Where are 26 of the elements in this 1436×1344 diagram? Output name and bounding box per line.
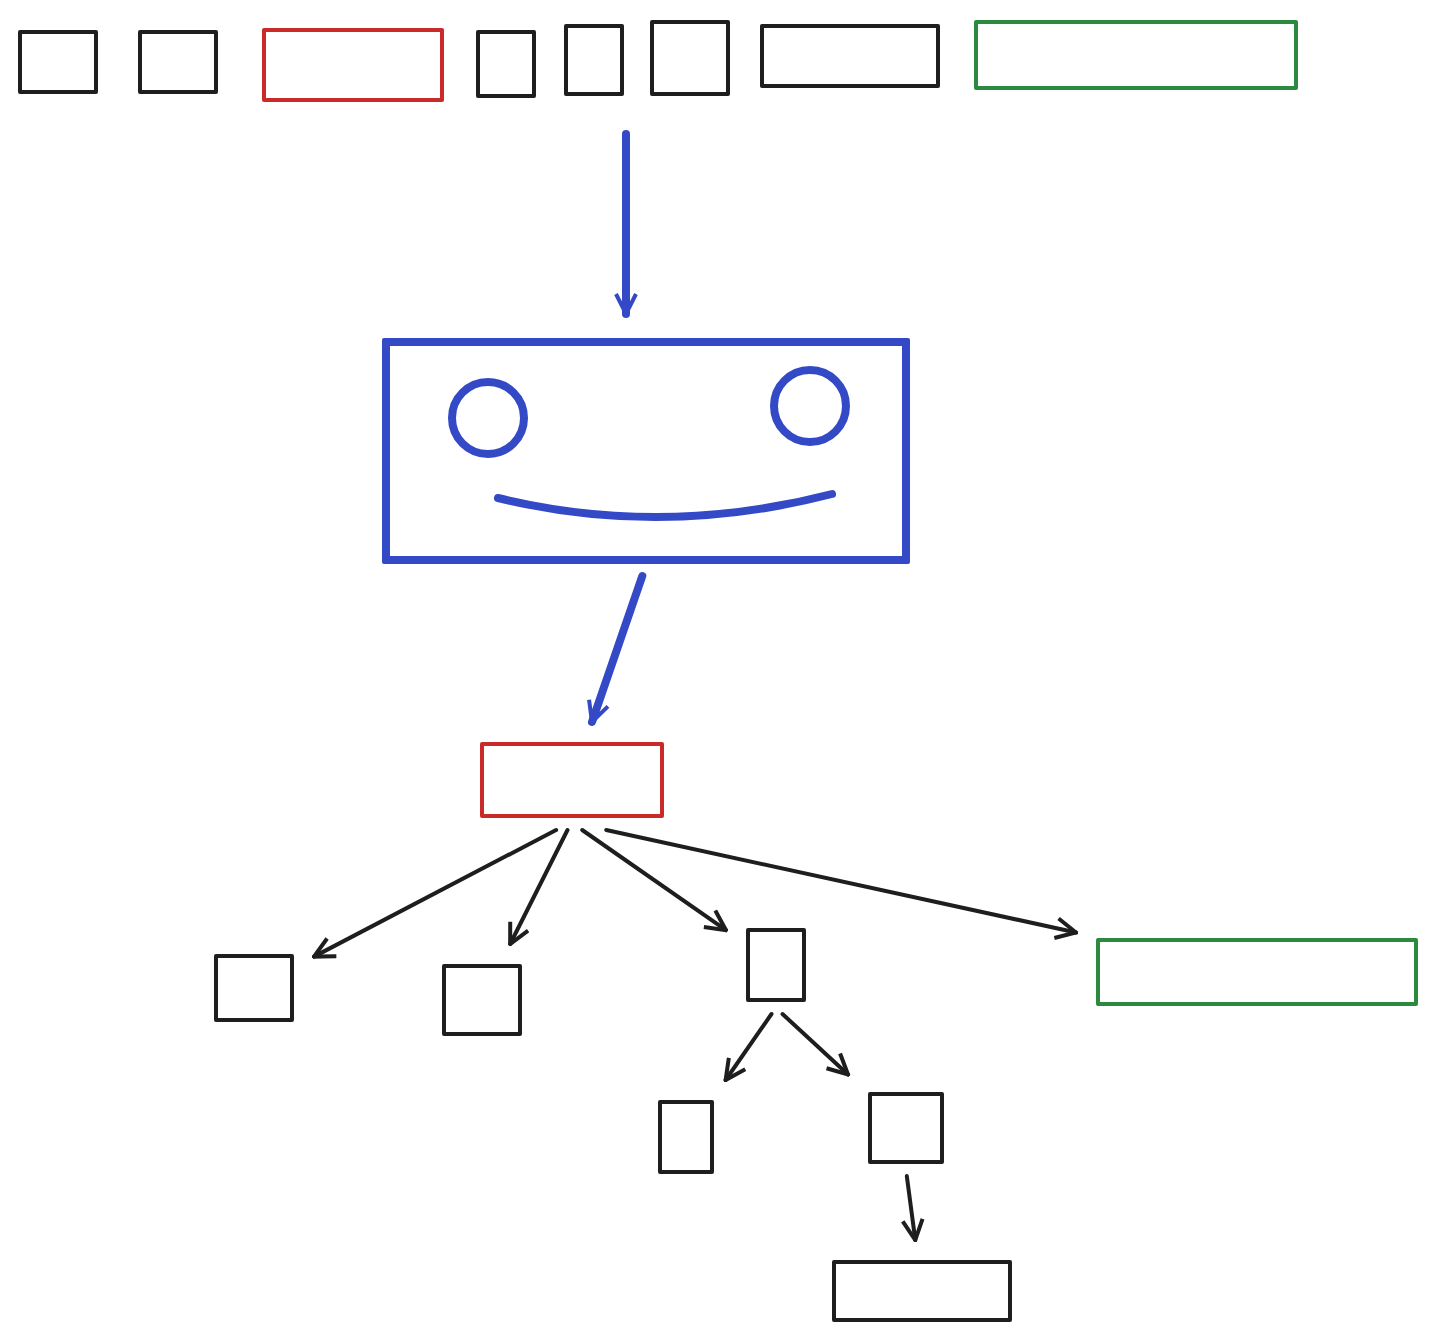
box [214, 954, 294, 1022]
box [746, 928, 806, 1002]
box [480, 742, 664, 818]
box [974, 20, 1298, 90]
arrow [900, 1174, 925, 1242]
box [18, 30, 98, 94]
arrow [780, 1012, 850, 1077]
box [760, 24, 940, 88]
arrow [587, 572, 647, 726]
arrow [508, 828, 570, 946]
box [442, 964, 522, 1036]
box [564, 24, 624, 96]
arrow [312, 828, 559, 959]
box [262, 28, 444, 102]
box [476, 30, 536, 98]
arrow [604, 828, 1078, 940]
arrow [580, 828, 728, 933]
box [832, 1260, 1012, 1322]
box [138, 30, 218, 94]
arrow [614, 130, 638, 318]
box [382, 338, 910, 564]
box [650, 20, 730, 96]
box [868, 1092, 944, 1164]
arrow [723, 1012, 774, 1082]
box [658, 1100, 714, 1174]
box [1096, 938, 1418, 1006]
